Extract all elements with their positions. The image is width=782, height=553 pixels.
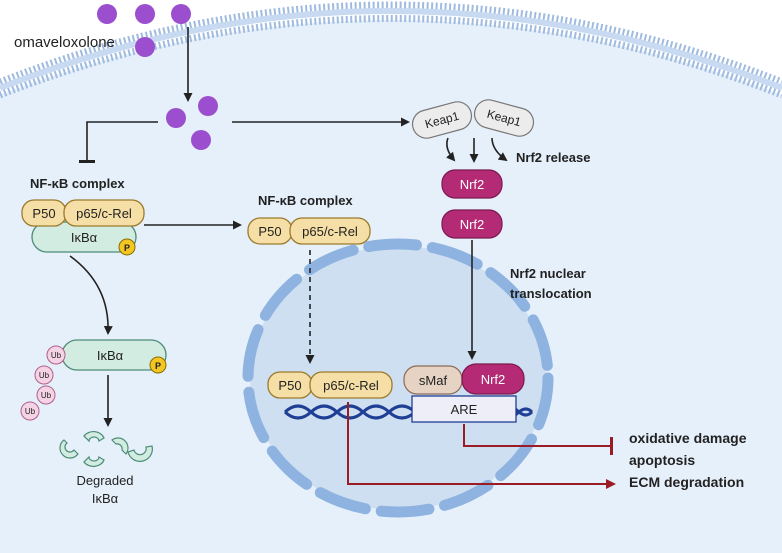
nfkb-complex-label-left: NF-κB complex <box>30 176 125 191</box>
svg-text:Ub: Ub <box>39 371 50 380</box>
outcome-oxidative: oxidative damage <box>629 430 747 446</box>
ubiquitin-bead <box>34 365 54 385</box>
drug-molecule <box>198 96 218 116</box>
svg-text:Ub: Ub <box>41 391 52 400</box>
ubiquitin-bead <box>20 401 40 421</box>
p50-label-left: P50 <box>32 206 55 221</box>
drug-molecule <box>97 4 117 24</box>
p65-label-right: p65/c-Rel <box>302 224 358 239</box>
nrf2-label-nuclear: Nrf2 <box>481 372 506 387</box>
p65-box-right <box>289 217 371 245</box>
ikba-label-ub: IκBα <box>97 348 124 363</box>
membrane-outer <box>0 1 782 86</box>
p50-label-nuclear: P50 <box>278 378 301 393</box>
are-label: ARE <box>451 402 478 417</box>
p65-box-left <box>63 199 145 227</box>
svg-text:Ub: Ub <box>25 407 36 416</box>
p65-label-left: p65/c-Rel <box>76 206 132 221</box>
outcome-apoptosis: apoptosis <box>629 452 695 468</box>
membrane-band <box>0 8 782 91</box>
p65-box-nuclear <box>309 371 393 399</box>
release-arrow <box>446 137 456 162</box>
phospho-label-ub: P <box>155 361 161 371</box>
p50-label-right: P50 <box>258 224 281 239</box>
phospho-badge-ub <box>149 356 167 374</box>
activation-line-ecm <box>347 402 616 489</box>
keap1-box-b <box>473 99 535 137</box>
inhibition-line-oxidative <box>463 424 613 455</box>
degradation-path-arrow <box>69 255 113 335</box>
phospho-badge-left <box>118 238 136 256</box>
keap1-box-a <box>411 101 473 139</box>
drug-molecule <box>135 4 155 24</box>
nrf2-label-1: Nrf2 <box>460 177 485 192</box>
nrf2-box-1 <box>441 169 503 199</box>
nrf2-box-2 <box>441 209 503 239</box>
degraded-label-line2: IκBα <box>92 491 119 506</box>
are-box <box>411 395 517 423</box>
inhibition-line-nfkb <box>79 121 158 163</box>
ikba-label-left: IκBα <box>71 230 98 245</box>
drug-molecule <box>166 108 186 128</box>
release-arrow <box>491 137 508 162</box>
nrf2-label-2: Nrf2 <box>460 217 485 232</box>
membrane-inner <box>0 15 782 99</box>
drug-molecule <box>191 130 211 150</box>
nfkb-complex-label-right: NF-κB complex <box>258 193 353 208</box>
translocation-label-line1: Nrf2 nuclear <box>510 266 586 281</box>
translocation-label-line2: translocation <box>510 286 592 301</box>
drug-label: omaveloxolone <box>14 34 115 51</box>
drug-molecule <box>171 4 191 24</box>
nrf2-release-label: Nrf2 release <box>516 150 590 165</box>
svg-text:Ub: Ub <box>51 351 62 360</box>
nrf2-box-nuclear <box>461 363 525 395</box>
p65-label-nuclear: p65/c-Rel <box>323 378 379 393</box>
nuclear-envelope <box>242 238 554 518</box>
smaf-label: sMaf <box>419 373 448 388</box>
phospho-label-left: P <box>124 243 130 253</box>
drug-molecule <box>135 37 155 57</box>
outcome-ecm: ECM degradation <box>629 474 744 490</box>
degraded-label-line1: Degraded <box>76 473 133 488</box>
ubiquitin-bead <box>46 345 66 365</box>
degraded-fragments-icon <box>59 431 153 467</box>
ubiquitin-bead <box>36 385 56 405</box>
